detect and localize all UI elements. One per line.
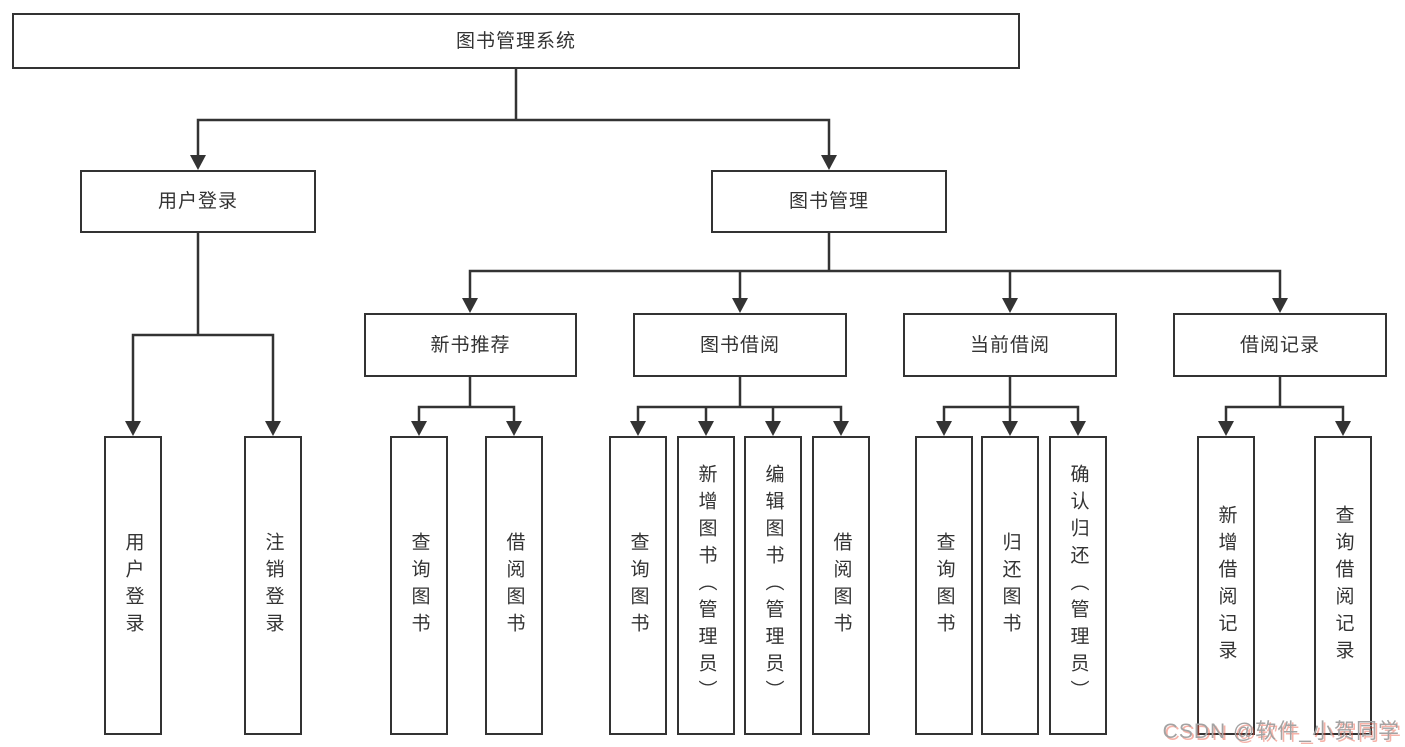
connector-current-borrow-children	[942, 375, 1080, 423]
node-leaf-query-books-current: 查询图书	[915, 436, 973, 735]
node-leaf-query-books-borrow-label: 查询图书	[627, 531, 649, 640]
node-leaf-borrow-books-recommend-label: 借阅图书	[503, 531, 525, 640]
node-leaf-return-book: 归还图书	[981, 436, 1039, 735]
connector-book-borrow-children	[636, 375, 843, 423]
node-leaf-borrow-books-recommend: 借阅图书	[485, 436, 543, 735]
node-leaf-logout-label: 注销登录	[262, 531, 284, 640]
node-leaf-confirm-return-admin-label: 确认归还（管理员）	[1067, 464, 1089, 707]
csdn-watermark: CSDN @软件_小贺同学	[1162, 720, 1400, 743]
node-book-mgmt-label: 图书管理	[788, 191, 869, 212]
node-leaf-borrow-books: 借阅图书	[812, 436, 870, 735]
node-leaf-user-login-label: 用户登录	[122, 531, 144, 640]
node-root-label: 图书管理系统	[455, 30, 576, 52]
node-leaf-return-book-label: 归还图书	[999, 531, 1021, 640]
connector-book-mgmt-branch	[468, 231, 1282, 300]
arrowheads-borrow-records-children	[1218, 421, 1351, 436]
node-leaf-query-borrow-record-label: 查询借阅记录	[1332, 504, 1354, 667]
node-leaf-borrow-books-label: 借阅图书	[830, 531, 852, 640]
node-current-borrow-label: 当前借阅	[969, 334, 1050, 356]
node-leaf-query-books-recommend: 查询图书	[390, 436, 448, 735]
node-leaf-query-books-recommend-label: 查询图书	[408, 531, 430, 640]
arrowheads-level3	[462, 298, 1288, 313]
node-leaf-edit-book-admin-label: 编辑图书（管理员）	[762, 464, 784, 707]
node-root: 图书管理系统	[12, 13, 1020, 69]
node-leaf-user-login: 用户登录	[104, 436, 162, 735]
node-new-book-recommend: 新书推荐	[364, 313, 577, 377]
node-current-borrow: 当前借阅	[903, 313, 1117, 377]
node-borrow-records-label: 借阅记录	[1239, 334, 1320, 356]
arrowheads-level2	[190, 155, 837, 170]
node-leaf-add-borrow-record: 新增借阅记录	[1197, 436, 1255, 735]
node-leaf-add-book-admin-label: 新增图书（管理员）	[695, 464, 717, 707]
node-borrow-records: 借阅记录	[1173, 313, 1387, 377]
arrowheads-book-borrow-children	[630, 421, 849, 436]
node-book-mgmt: 图书管理	[711, 170, 947, 233]
connector-root-to-level2	[196, 67, 831, 157]
node-leaf-confirm-return-admin: 确认归还（管理员）	[1049, 436, 1107, 735]
node-leaf-add-book-admin: 新增图书（管理员）	[677, 436, 735, 735]
arrowheads-current-borrow-children	[936, 421, 1086, 436]
connector-user-login-branch	[131, 231, 275, 423]
node-user-login-label: 用户登录	[157, 191, 238, 212]
arrowheads-new-book-children	[411, 421, 522, 436]
node-book-borrow: 图书借阅	[633, 313, 847, 377]
node-new-book-recommend-label: 新书推荐	[430, 334, 511, 356]
connector-new-book-children	[417, 375, 516, 423]
node-leaf-edit-book-admin: 编辑图书（管理员）	[744, 436, 802, 735]
node-user-login: 用户登录	[80, 170, 316, 233]
node-book-borrow-label: 图书借阅	[699, 334, 780, 356]
node-leaf-logout: 注销登录	[244, 436, 302, 735]
node-leaf-query-borrow-record: 查询借阅记录	[1314, 436, 1372, 735]
connector-borrow-records-children	[1224, 375, 1345, 423]
node-leaf-query-books-borrow: 查询图书	[609, 436, 667, 735]
arrowheads-user-login-children	[125, 421, 281, 436]
node-leaf-add-borrow-record-label: 新增借阅记录	[1215, 504, 1237, 667]
node-leaf-query-books-current-label: 查询图书	[933, 531, 955, 640]
